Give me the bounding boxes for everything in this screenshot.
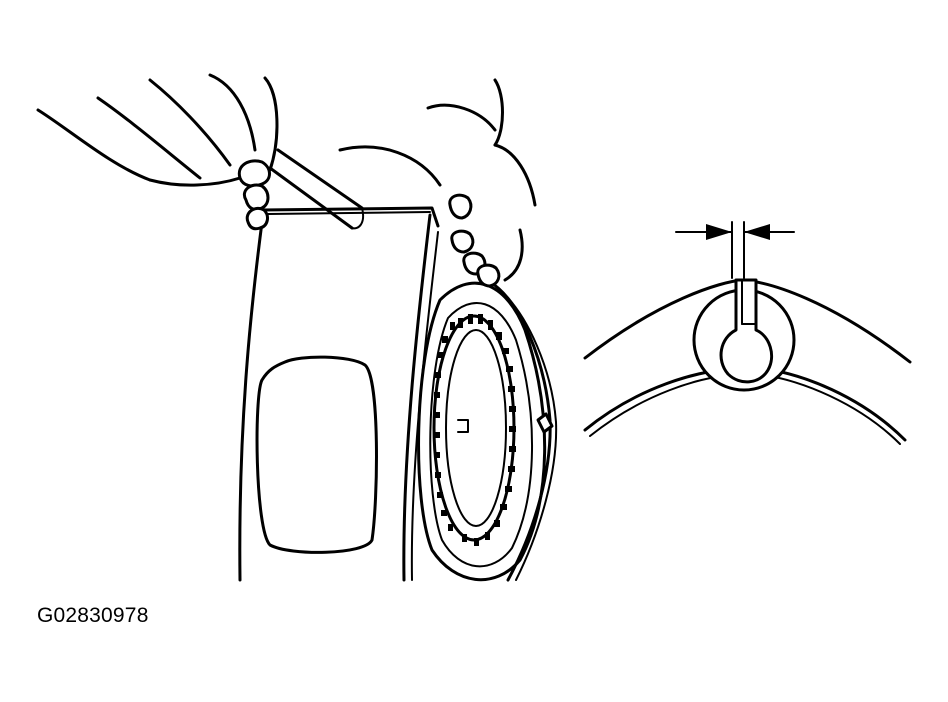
hands-with-screwdriver <box>36 73 537 288</box>
transmission-housing <box>238 206 440 582</box>
outer-flange-ring <box>417 280 558 582</box>
housing-window <box>255 355 378 554</box>
figure-code: G02830978 <box>37 604 149 627</box>
synchronizer-gear <box>432 314 516 546</box>
ring-gap-detail <box>583 221 912 445</box>
